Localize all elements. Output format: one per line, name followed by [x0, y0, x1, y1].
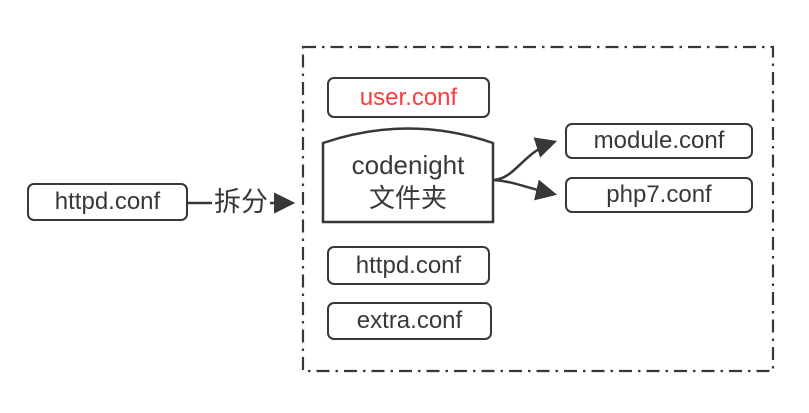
node-user-conf-label: user.conf: [359, 83, 458, 111]
arrow-to-module-conf: [493, 137, 558, 182]
arrow-to-php7-conf: [493, 178, 558, 201]
node-source-httpd-conf-label: httpd.conf: [54, 188, 161, 215]
node-module-conf-label: module.conf: [593, 127, 725, 154]
node-codenight-folder-name: codenight: [351, 150, 465, 180]
node-module-conf: module.conf: [565, 123, 753, 159]
split-group-border: [301, 45, 775, 373]
node-codenight-folder-type: 文件夹: [368, 183, 447, 213]
node-codenight-folder: codenight 文件夹: [323, 143, 493, 221]
node-php7-conf-label: php7.conf: [606, 181, 712, 208]
node-user-conf: user.conf: [327, 77, 490, 118]
node-extra-conf-label: extra.conf: [356, 307, 463, 334]
folder-shape: [321, 127, 495, 224]
node-php7-conf: php7.conf: [565, 177, 753, 213]
node-extra-conf: extra.conf: [327, 302, 492, 340]
split-arrow-label: 拆分: [214, 185, 268, 219]
node-inner-httpd-conf: httpd.conf: [327, 246, 490, 285]
node-source-httpd-conf: httpd.conf: [27, 183, 188, 221]
node-inner-httpd-conf-label: httpd.conf: [355, 251, 462, 279]
